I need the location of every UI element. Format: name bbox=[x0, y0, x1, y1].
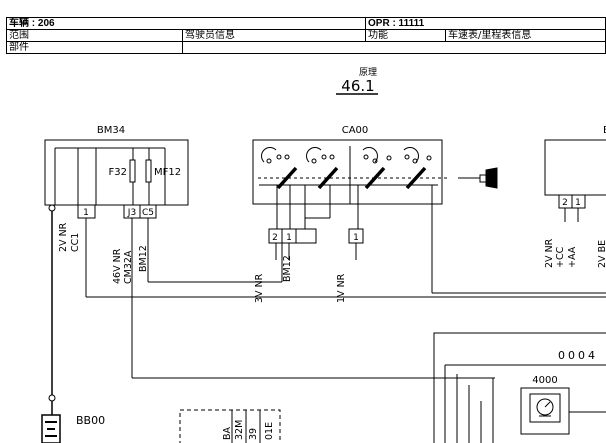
bm34-box bbox=[44, 139, 189, 206]
ca00-contact-arc-4 bbox=[403, 147, 419, 163]
wire-label-01e: 01E bbox=[264, 422, 275, 440]
ignition-key-icon bbox=[485, 167, 498, 189]
fuse-f32-icon bbox=[129, 159, 136, 183]
bm34-label: BM34 bbox=[97, 125, 125, 136]
right-component-label: B bbox=[603, 125, 606, 136]
ca00-switch-4-icon bbox=[405, 166, 427, 190]
wire-label-ba: BA bbox=[222, 426, 233, 440]
header-row-part: 部件 bbox=[6, 41, 606, 54]
block-0004-label: 0004 bbox=[558, 349, 598, 362]
ca00-switch-1-icon bbox=[276, 166, 298, 190]
wire-label-1v-nr: 1V NR bbox=[336, 273, 347, 303]
wire-label-46v-nr: 46V NR bbox=[112, 248, 123, 284]
dashed-component-box bbox=[179, 409, 281, 443]
wire-label-32m: 32M bbox=[234, 420, 245, 440]
right-component-box bbox=[544, 139, 606, 196]
block-0004-frame bbox=[433, 332, 606, 443]
wire-label-2v-be: 2V BE bbox=[597, 240, 606, 268]
block-4000-label: 4000 bbox=[532, 375, 557, 386]
wire-label-3v-nr: 3V NR bbox=[254, 273, 265, 303]
bb00-battery-icon bbox=[41, 414, 61, 443]
ca00-label: CA00 bbox=[342, 125, 369, 136]
key-neck bbox=[479, 174, 487, 183]
wire-label-bm12: BM12 bbox=[138, 245, 149, 272]
wire-label-39: 39 bbox=[248, 428, 259, 440]
ca00-contact-arc-2 bbox=[306, 147, 322, 163]
part-label: 部件 bbox=[6, 41, 183, 54]
header-row-vehicle: 车辆 : 206 OPR : 11111 bbox=[6, 17, 606, 30]
bm34-c5: C5 bbox=[142, 208, 154, 218]
wire-label-right-2v-nr: 2V NR bbox=[544, 238, 555, 268]
wire-label-bm12-ca: BM12 bbox=[282, 255, 293, 282]
wire-label-cc1: CC1 bbox=[70, 233, 81, 252]
ca00-box bbox=[252, 139, 443, 205]
wire-label-aa: +AA bbox=[567, 246, 578, 268]
mf12-label: MF12 bbox=[154, 167, 181, 178]
ca00-contact-arc-1 bbox=[261, 147, 277, 163]
wire-label-cc: +CC bbox=[555, 246, 566, 268]
ca00-switch-2-icon bbox=[317, 166, 339, 190]
right-pin2: 2 bbox=[562, 198, 568, 208]
bm34-j3: J3 bbox=[127, 208, 136, 218]
wire-label-cm32a: CM32A bbox=[123, 250, 134, 284]
ca-pin-blank-box bbox=[295, 228, 317, 244]
block-4000-box bbox=[520, 387, 570, 435]
principle-label: 原理 bbox=[359, 67, 377, 78]
f32-label: F32 bbox=[109, 167, 127, 178]
page-number: 46.1 bbox=[341, 77, 374, 95]
header-table: 车辆 : 206 OPR : 11111 范围 驾驶员信息 功能 车速表/里程表… bbox=[6, 17, 606, 54]
speedometer-icon bbox=[529, 393, 561, 423]
bb00-node bbox=[48, 394, 56, 402]
right-pin1: 1 bbox=[575, 198, 581, 208]
bb00-label: BB00 bbox=[76, 414, 105, 427]
ca-pin1a: 1 bbox=[286, 233, 292, 243]
ca00-contact-arc-3 bbox=[362, 147, 378, 163]
part-value bbox=[182, 41, 606, 54]
wire-label-2v-nr: 2V NR bbox=[58, 222, 69, 252]
bm34-ground-node bbox=[48, 204, 56, 212]
ca-pin1b: 1 bbox=[353, 233, 359, 243]
fuse-mf12-icon bbox=[145, 159, 152, 183]
ca-pin2: 2 bbox=[272, 233, 278, 243]
bm34-pin1: 1 bbox=[83, 208, 89, 218]
ca00-switch-3-icon bbox=[364, 166, 386, 190]
